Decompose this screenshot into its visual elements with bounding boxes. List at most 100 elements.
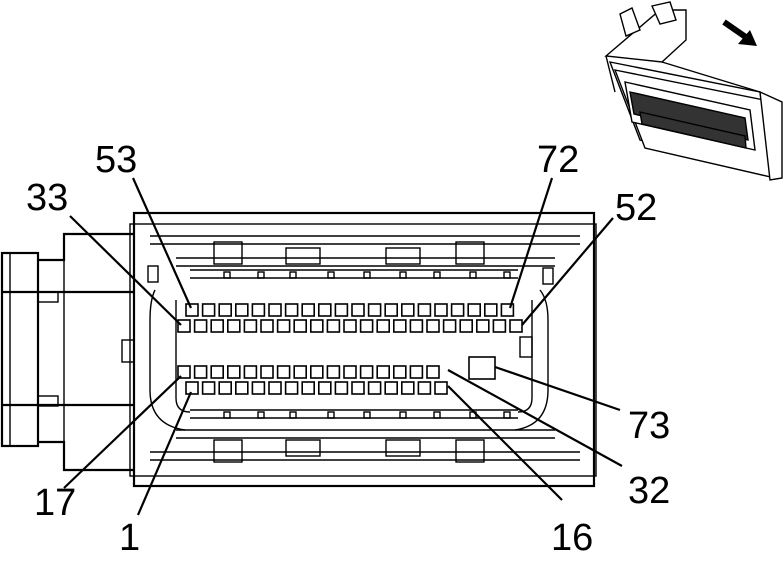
rail-notch	[433, 271, 441, 279]
bottom-row-pin-cavity	[334, 381, 349, 395]
top-row-pin-cavity	[301, 303, 316, 317]
top-row-pin-cavity	[417, 303, 432, 317]
rail-notch	[363, 411, 371, 419]
rail-notch	[503, 411, 511, 419]
label-pin-52: 52	[615, 187, 657, 229]
bottom-row-pin-cavity	[317, 381, 332, 395]
second-row-pin-cavity	[276, 319, 291, 333]
leader-53	[131, 177, 193, 309]
leader-52	[521, 217, 614, 326]
connector-3d-icon	[604, 1, 783, 181]
bottom-row-pin-cavity	[434, 381, 448, 395]
pin-cavities	[177, 303, 523, 395]
third-row-pin-cavity	[193, 365, 208, 379]
leader-32	[447, 369, 623, 467]
top-row-pin-cavity	[450, 303, 465, 317]
label-pin-33: 33	[26, 177, 68, 219]
second-row-pin-cavity	[359, 319, 374, 333]
rail-notch	[399, 271, 407, 279]
second-row-pin-cavity	[260, 319, 274, 333]
bottom-row-pin-cavity	[268, 381, 282, 395]
label-pin-72: 72	[537, 139, 579, 181]
connector-body	[121, 211, 597, 488]
second-row-pin-cavity	[392, 319, 407, 333]
second-row-pin-cavity	[426, 319, 440, 333]
rail-notch	[257, 411, 265, 419]
pin-73-cavity	[468, 356, 496, 380]
second-row-pin-cavity	[227, 319, 241, 333]
third-row-pin-cavity	[293, 365, 308, 379]
second-row-pin-cavity	[243, 319, 258, 333]
third-row-pin-cavity	[260, 365, 274, 379]
third-row-pin-cavity	[343, 365, 357, 379]
rail-notch	[327, 271, 335, 279]
bottom-row-pin-cavity	[251, 381, 266, 395]
top-row-pin-cavity	[185, 303, 199, 317]
bottom-row-pin-cavity	[367, 381, 382, 395]
third-row-pin-cavity	[210, 365, 224, 379]
third-row-pin-cavity	[243, 365, 258, 379]
second-row-pin-cavity	[210, 319, 224, 333]
leader-lines	[63, 177, 623, 516]
second-row-pin-cavity	[409, 319, 424, 333]
bottom-row-pin-cavity	[351, 381, 365, 395]
leader-33	[69, 215, 182, 326]
label-pin-16: 16	[551, 517, 593, 559]
second-row-pin-cavity	[459, 319, 474, 333]
label-pin-53: 53	[95, 139, 137, 181]
arrow-down-right-icon	[722, 19, 757, 46]
top-row-pin-cavity	[434, 303, 448, 317]
bottom-row-pin-cavity	[417, 381, 432, 395]
third-row-pin-cavity	[359, 365, 374, 379]
second-row-pin-cavity	[509, 319, 523, 333]
top-row-pin-cavity	[317, 303, 332, 317]
label-pin-73: 73	[628, 405, 670, 447]
label-pin-1: 1	[119, 517, 140, 559]
top-row-pin-cavity	[201, 303, 216, 317]
top-row-pin-cavity	[384, 303, 399, 317]
leader-73	[494, 365, 621, 412]
third-row-pin-cavity	[326, 365, 341, 379]
third-row-pin-cavity	[409, 365, 424, 379]
bottom-row-pin-cavity	[201, 381, 216, 395]
leader-16	[447, 385, 563, 501]
top-row-pin-cavity	[483, 303, 498, 317]
leader-17	[63, 375, 182, 489]
top-row-pin-cavity	[400, 303, 415, 317]
second-row-pin-cavity	[475, 319, 490, 333]
rail-notch	[223, 271, 231, 279]
top-row-pin-cavity	[268, 303, 282, 317]
rail-notch	[289, 411, 297, 419]
bottom-row-pin-cavity	[284, 381, 299, 395]
second-row-pin-cavity	[326, 319, 341, 333]
third-row-pin-cavity	[227, 365, 241, 379]
rail-notch	[399, 411, 407, 419]
third-row-pin-cavity	[309, 365, 324, 379]
connector-left-latch	[0, 232, 134, 472]
third-row-pin-cavity	[376, 365, 391, 379]
second-row-pin-cavity	[492, 319, 507, 333]
second-row-pin-cavity	[343, 319, 357, 333]
top-row-pin-cavity	[367, 303, 382, 317]
third-row-pin-cavity	[177, 365, 191, 379]
rail-notch	[469, 271, 477, 279]
rail-notch	[223, 411, 231, 419]
second-row-pin-cavity	[177, 319, 191, 333]
leader-1	[136, 391, 193, 516]
third-row-pin-cavity	[426, 365, 440, 379]
bottom-row-pin-cavity	[185, 381, 199, 395]
third-row-pin-cavity	[392, 365, 407, 379]
rail-notch	[327, 411, 335, 419]
rail-notch	[257, 271, 265, 279]
top-row-pin-cavity	[235, 303, 249, 317]
label-pin-17: 17	[34, 482, 76, 524]
top-row-pin-cavity	[251, 303, 266, 317]
second-row-pin-cavity	[376, 319, 391, 333]
rail-notch	[363, 271, 371, 279]
second-row-pin-cavity	[193, 319, 208, 333]
rail-notch	[433, 411, 441, 419]
second-row-pin-cavity	[309, 319, 324, 333]
label-pin-32: 32	[628, 470, 670, 512]
top-row-pin-cavity	[218, 303, 232, 317]
